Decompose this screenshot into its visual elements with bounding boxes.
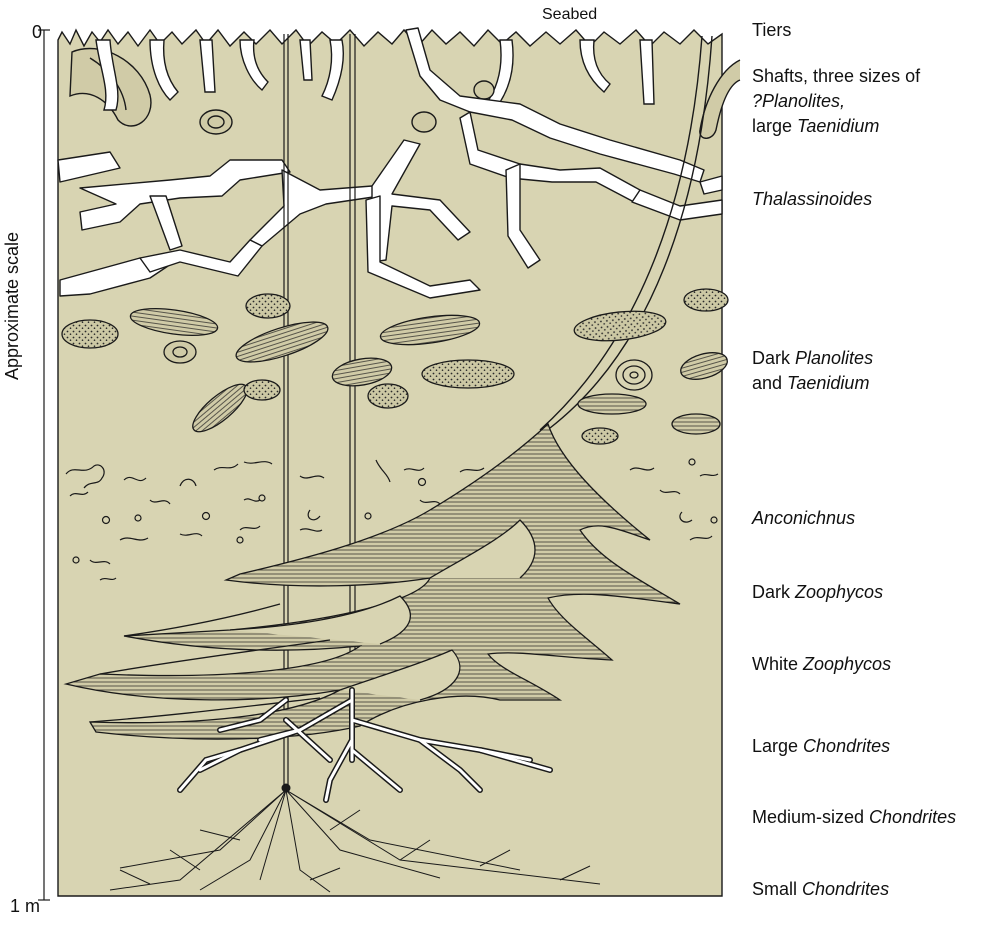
- tier-label: and Taenidium: [752, 371, 869, 396]
- tier-label: Small Chondrites: [752, 877, 889, 902]
- tier-label: Dark Zoophycos: [752, 580, 883, 605]
- tier-label: White Zoophycos: [752, 652, 891, 677]
- tier-label: large Taenidium: [752, 114, 879, 139]
- scale-bar: [38, 30, 50, 900]
- tier-label: Large Chondrites: [752, 734, 890, 759]
- tier-label: Dark Planolites: [752, 346, 873, 371]
- scale-axis-label: Approximate scale: [2, 180, 23, 380]
- tier-label: Thalassinoides: [752, 187, 872, 212]
- tier-label: Tiers: [752, 18, 791, 43]
- seabed-label: Seabed: [542, 6, 597, 24]
- tier-label: ?Planolites,: [752, 89, 845, 114]
- scale-bottom-label: 1 m: [10, 896, 40, 917]
- tier-label: Medium-sized Chondrites: [752, 805, 956, 830]
- tier-label: Shafts, three sizes of: [752, 64, 920, 89]
- tier-label: Anconichnus: [752, 506, 855, 531]
- scale-top-label: 0: [32, 22, 42, 43]
